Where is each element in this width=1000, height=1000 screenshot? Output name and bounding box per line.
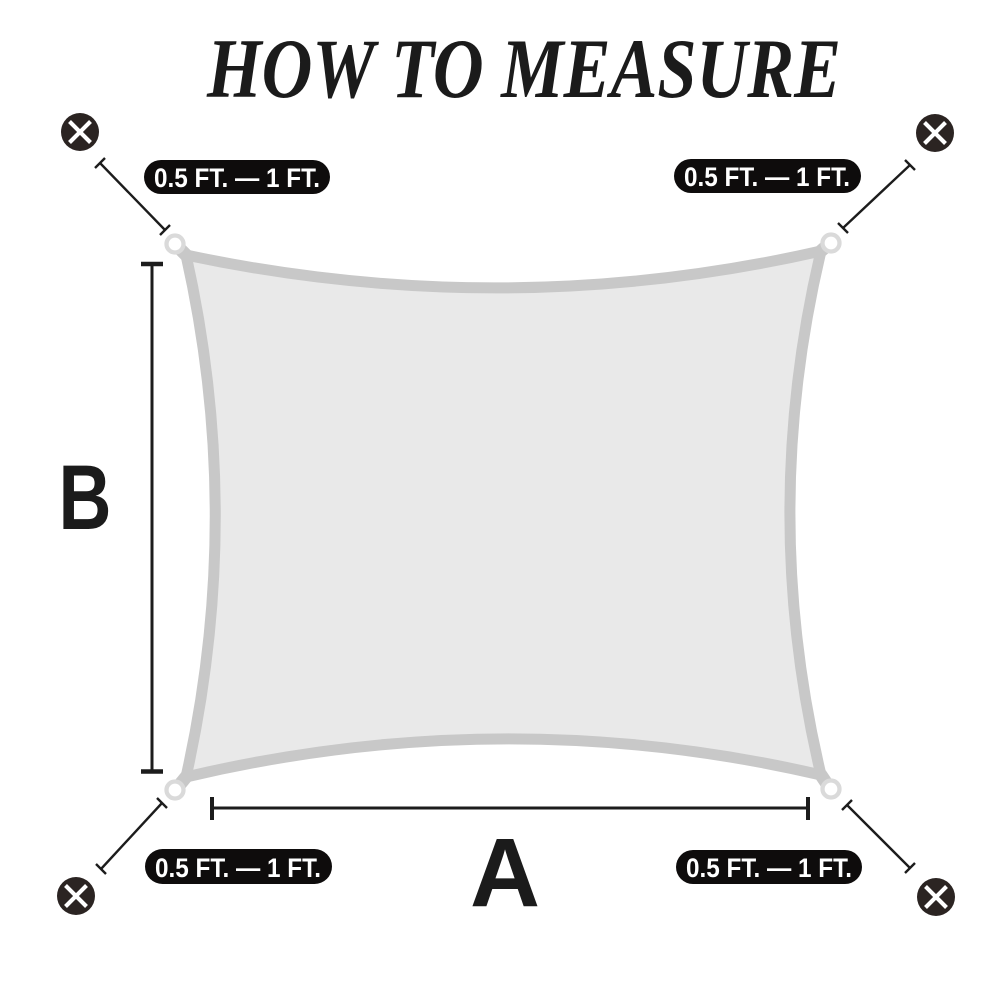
svg-text:B: B — [59, 447, 112, 549]
svg-text:HOW TO MEASURE: HOW TO MEASURE — [206, 22, 841, 116]
svg-text:0.5 FT. — 1 FT.: 0.5 FT. — 1 FT. — [684, 162, 850, 192]
svg-text:0.5 FT. — 1 FT.: 0.5 FT. — 1 FT. — [155, 853, 321, 883]
svg-text:0.5 FT. — 1 FT.: 0.5 FT. — 1 FT. — [154, 163, 320, 193]
svg-text:0.5 FT. — 1 FT.: 0.5 FT. — 1 FT. — [686, 853, 852, 883]
svg-text:A: A — [470, 818, 540, 927]
